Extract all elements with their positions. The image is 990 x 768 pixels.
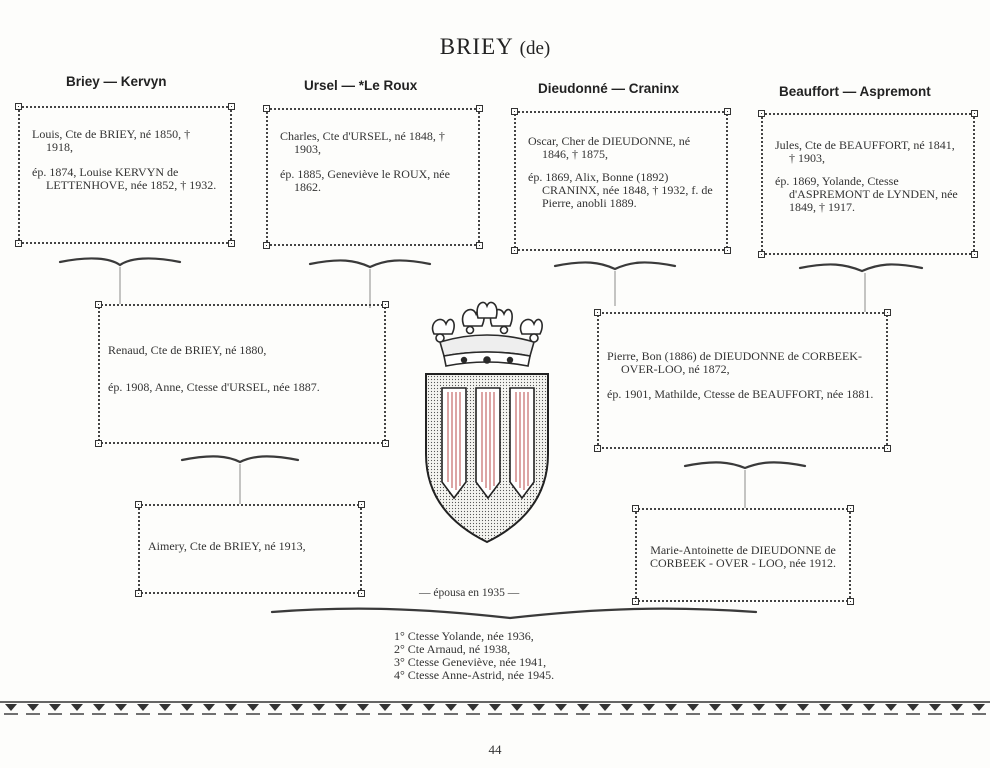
coat-of-arms-icon: [425, 301, 549, 544]
title-particle: (de): [519, 38, 551, 59]
marriage-text: ép. 1869, Yolande, Ctesse d'ASPREMONT de…: [775, 174, 958, 214]
couple-heading-ursel-leroux: Ursel — *Le Roux: [304, 78, 418, 93]
person-text: Louis, Cte de BRIEY, né 1850, † 1918,: [32, 127, 191, 154]
marriage-text: ép. 1869, Alix, Bonne (1892) CRANINX, né…: [528, 170, 713, 210]
page-number: 44: [488, 742, 502, 757]
title-family: BRIEY: [439, 34, 513, 59]
crown-icon: [431, 301, 543, 367]
page-title: BRIEY (de): [0, 34, 990, 60]
marriage-text: ép. 1908, Anne, Ctesse d'URSEL, née 1887…: [108, 380, 320, 394]
person-box-oscar: Oscar, Cher de DIEUDONNE, né 1846, † 187…: [511, 108, 731, 254]
couple-heading-briey-kervyn: Briey — Kervyn: [66, 74, 167, 89]
person-text: Oscar, Cher de DIEUDONNE, né 1846, † 187…: [528, 134, 691, 161]
brace-charles: [308, 259, 432, 269]
couple-heading-dieudonne-craninx: Dieudonné — Craninx: [538, 81, 680, 96]
person-text: Charles, Cte d'URSEL, né 1848, † 1903,: [280, 129, 445, 156]
person-text: Marie-Antoinette de DIEUDONNE de CORBEEK…: [650, 543, 836, 570]
brace-oscar: [553, 261, 677, 271]
person-text: Aimery, Cte de BRIEY, né 1913,: [148, 539, 306, 553]
person-box-marie-antoinette: Marie-Antoinette de DIEUDONNE de CORBEEK…: [632, 505, 854, 605]
brace-jules: [798, 263, 924, 273]
marriage-text: ép. 1885, Geneviève le ROUX, née 1862.: [280, 167, 450, 194]
brace-pierre: [683, 461, 807, 470]
brace-louis: [58, 257, 182, 267]
marriage-text: ép. 1901, Mathilde, Ctesse de BEAUFFORT,…: [607, 387, 874, 401]
marriage-text: ép. 1874, Louise KERVYN de LETTENHOVE, n…: [32, 165, 217, 192]
list-item: 3° Ctesse Geneviève, née 1941,: [394, 655, 547, 669]
brace-married: [270, 607, 758, 620]
person-box-jules: Jules, Cte de BEAUFFORT, né 1841, † 1903…: [758, 110, 978, 258]
person-text: Renaud, Cte de BRIEY, né 1880,: [108, 343, 267, 357]
list-item: 1° Ctesse Yolande, née 1936,: [394, 629, 534, 643]
person-box-louis: Louis, Cte de BRIEY, né 1850, † 1918, ép…: [15, 103, 235, 247]
ornamental-divider: [0, 698, 990, 718]
children-list: 1° Ctesse Yolande, née 1936, 2° Cte Arna…: [394, 630, 554, 682]
marriage-note: — épousa en 1935 —: [419, 587, 520, 599]
person-text: Jules, Cte de BEAUFFORT, né 1841, † 1903…: [775, 138, 955, 165]
brace-renaud: [180, 455, 300, 464]
person-box-renaud: Renaud, Cte de BRIEY, né 1880, ép. 1908,…: [95, 301, 389, 447]
person-box-charles: Charles, Cte d'URSEL, né 1848, † 1903, é…: [263, 105, 483, 249]
person-text: Pierre, Bon (1886) de DIEUDONNE de CORBE…: [607, 349, 862, 376]
person-box-aimery: Aimery, Cte de BRIEY, né 1913,: [135, 501, 365, 597]
list-item: 4° Ctesse Anne-Astrid, née 1945.: [394, 668, 555, 682]
list-item: 2° Cte Arnaud, né 1938,: [394, 642, 511, 656]
couple-heading-beauffort-aspremont: Beauffort — Aspremont: [779, 84, 931, 99]
person-box-pierre: Pierre, Bon (1886) de DIEUDONNE de CORBE…: [594, 309, 891, 452]
